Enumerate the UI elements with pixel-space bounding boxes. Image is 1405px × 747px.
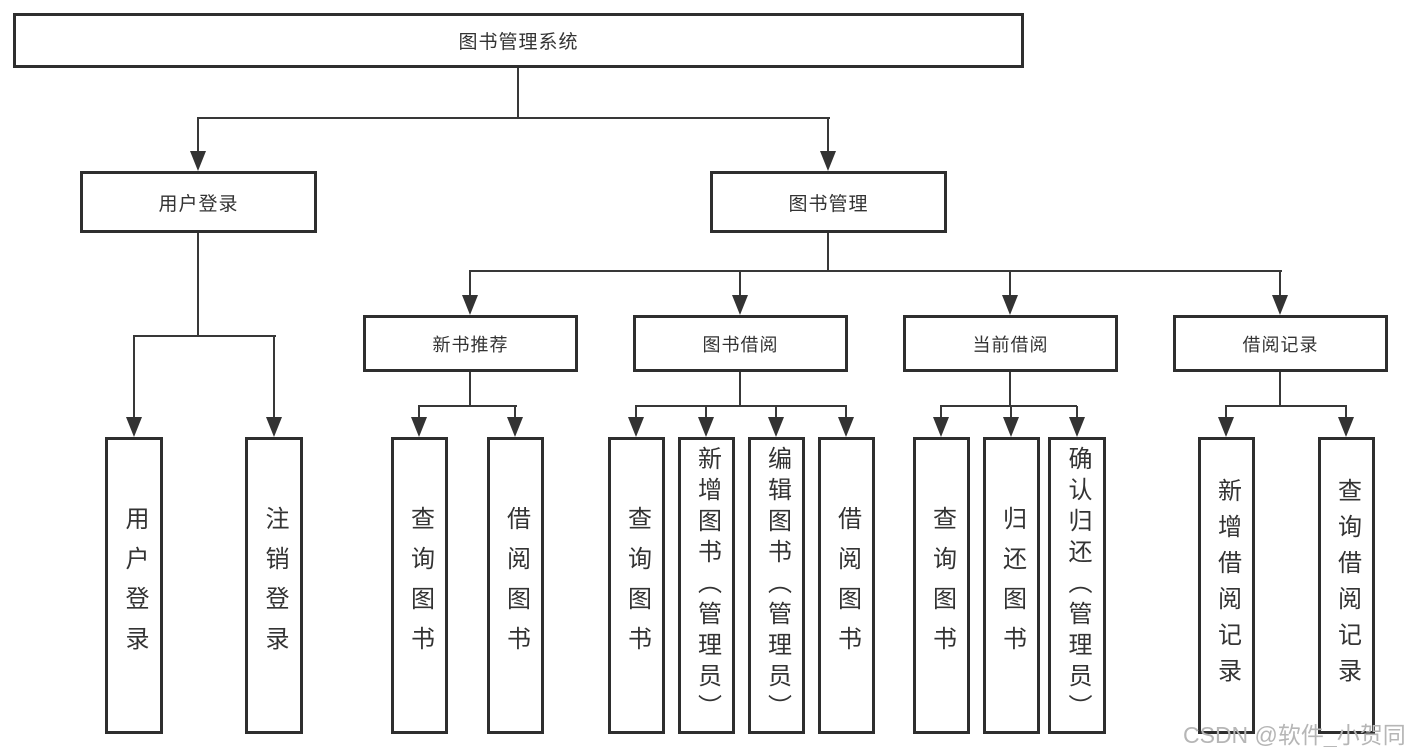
node-label: 注销登录 (261, 505, 288, 666)
arrow-down-icon (820, 151, 836, 171)
arrow-down-icon (628, 417, 644, 437)
arrow-down-icon (1338, 417, 1354, 437)
connector-h-line (418, 405, 517, 407)
arrow-down-icon (1002, 295, 1018, 315)
node-label: 图书借阅 (702, 334, 779, 355)
node-library-management-system: 图书管理系统 (13, 13, 1024, 68)
node-user-login: 用户登录 (80, 171, 317, 233)
node-label: 用户登录 (158, 193, 239, 215)
connector-h-line (635, 405, 847, 407)
connector-v-line (1076, 406, 1078, 418)
arrow-down-icon (507, 417, 523, 437)
node-label: 新增借阅记录 (1213, 477, 1241, 694)
leaf-query-books-1: 查询图书 (391, 437, 448, 734)
arrow-down-icon (1003, 417, 1019, 437)
connector-v-line (845, 406, 847, 418)
node-label: 查询图书 (623, 505, 651, 666)
node-label: 确认归还（管理员） (1064, 446, 1091, 725)
leaf-logout: 注销登录 (245, 437, 303, 734)
watermark: CSDN @软件_小贺同学 (1183, 722, 1405, 747)
arrow-down-icon (732, 295, 748, 315)
connector-v-line (1010, 406, 1012, 418)
node-label: 图书管理系统 (458, 32, 579, 53)
node-label: 查询图书 (928, 505, 956, 666)
arrow-down-icon (1272, 295, 1288, 315)
arrow-down-icon (411, 417, 427, 437)
node-label: 借阅图书 (833, 505, 861, 666)
node-label: 查询借阅记录 (1333, 477, 1361, 694)
node-new-book-recommend: 新书推荐 (363, 315, 578, 372)
connector-h-line (197, 117, 830, 119)
node-label: 查询图书 (406, 505, 434, 666)
connector-v-line (1009, 372, 1011, 407)
connector-v-line (775, 406, 777, 418)
node-label: 借阅记录 (1242, 334, 1319, 355)
connector-v-line (1279, 372, 1281, 407)
connector-v-line (1345, 406, 1347, 418)
connector-v-line (1225, 406, 1227, 418)
leaf-confirm-return-admin: 确认归还（管理员） (1048, 437, 1106, 734)
connector-v-line (827, 233, 829, 272)
leaf-return-books: 归还图书 (983, 437, 1040, 734)
arrow-down-icon (838, 417, 854, 437)
arrow-down-icon (1218, 417, 1234, 437)
connector-h-line (1225, 405, 1347, 407)
leaf-add-book-admin: 新增图书（管理员） (678, 437, 735, 734)
node-book-borrowing: 图书借阅 (633, 315, 848, 372)
connector-v-line (940, 406, 942, 418)
connector-h-line (133, 335, 276, 337)
connector-v-line (739, 271, 741, 296)
node-label: 用户登录 (121, 505, 148, 666)
connector-h-line (940, 405, 1077, 407)
leaf-borrow-books-2: 借阅图书 (818, 437, 875, 734)
node-label: 图书管理 (788, 193, 869, 215)
arrow-down-icon (933, 417, 949, 437)
connector-v-line (514, 406, 516, 418)
connector-v-line (273, 336, 275, 418)
leaf-query-books-3: 查询图书 (913, 437, 970, 734)
connector-v-line (469, 271, 471, 296)
connector-v-line (1279, 271, 1281, 296)
arrow-down-icon (1069, 417, 1085, 437)
connector-v-line (418, 406, 420, 418)
node-borrowing-records: 借阅记录 (1173, 315, 1388, 372)
node-label: 新增图书（管理员） (693, 446, 721, 725)
node-label: 当前借阅 (972, 334, 1049, 355)
connector-v-line (1009, 271, 1011, 296)
connector-v-line (739, 372, 741, 407)
arrow-down-icon (266, 417, 282, 437)
node-label: 借阅图书 (502, 505, 530, 666)
connector-h-line (469, 270, 1282, 272)
arrow-down-icon (462, 295, 478, 315)
connector-v-line (197, 233, 199, 337)
leaf-borrow-books-1: 借阅图书 (487, 437, 544, 734)
connector-v-line (705, 406, 707, 418)
connector-v-line (827, 118, 829, 152)
arrow-down-icon (768, 417, 784, 437)
leaf-query-books-2: 查询图书 (608, 437, 665, 734)
connector-v-line (635, 406, 637, 418)
leaf-edit-book-admin: 编辑图书（管理员） (748, 437, 805, 734)
connector-v-line (197, 118, 199, 152)
leaf-user-login: 用户登录 (105, 437, 163, 734)
connector-v-line (517, 68, 519, 119)
connector-v-line (133, 336, 135, 418)
node-current-borrowing: 当前借阅 (903, 315, 1118, 372)
node-label: 归还图书 (998, 505, 1026, 666)
arrow-down-icon (190, 151, 206, 171)
leaf-query-borrow-record: 查询借阅记录 (1318, 437, 1375, 734)
leaf-add-borrow-record: 新增借阅记录 (1198, 437, 1255, 734)
arrow-down-icon (698, 417, 714, 437)
connector-v-line (469, 372, 471, 407)
arrow-down-icon (126, 417, 142, 437)
node-label: 编辑图书（管理员） (763, 446, 791, 725)
node-book-management: 图书管理 (710, 171, 947, 233)
node-label: 新书推荐 (432, 334, 509, 355)
